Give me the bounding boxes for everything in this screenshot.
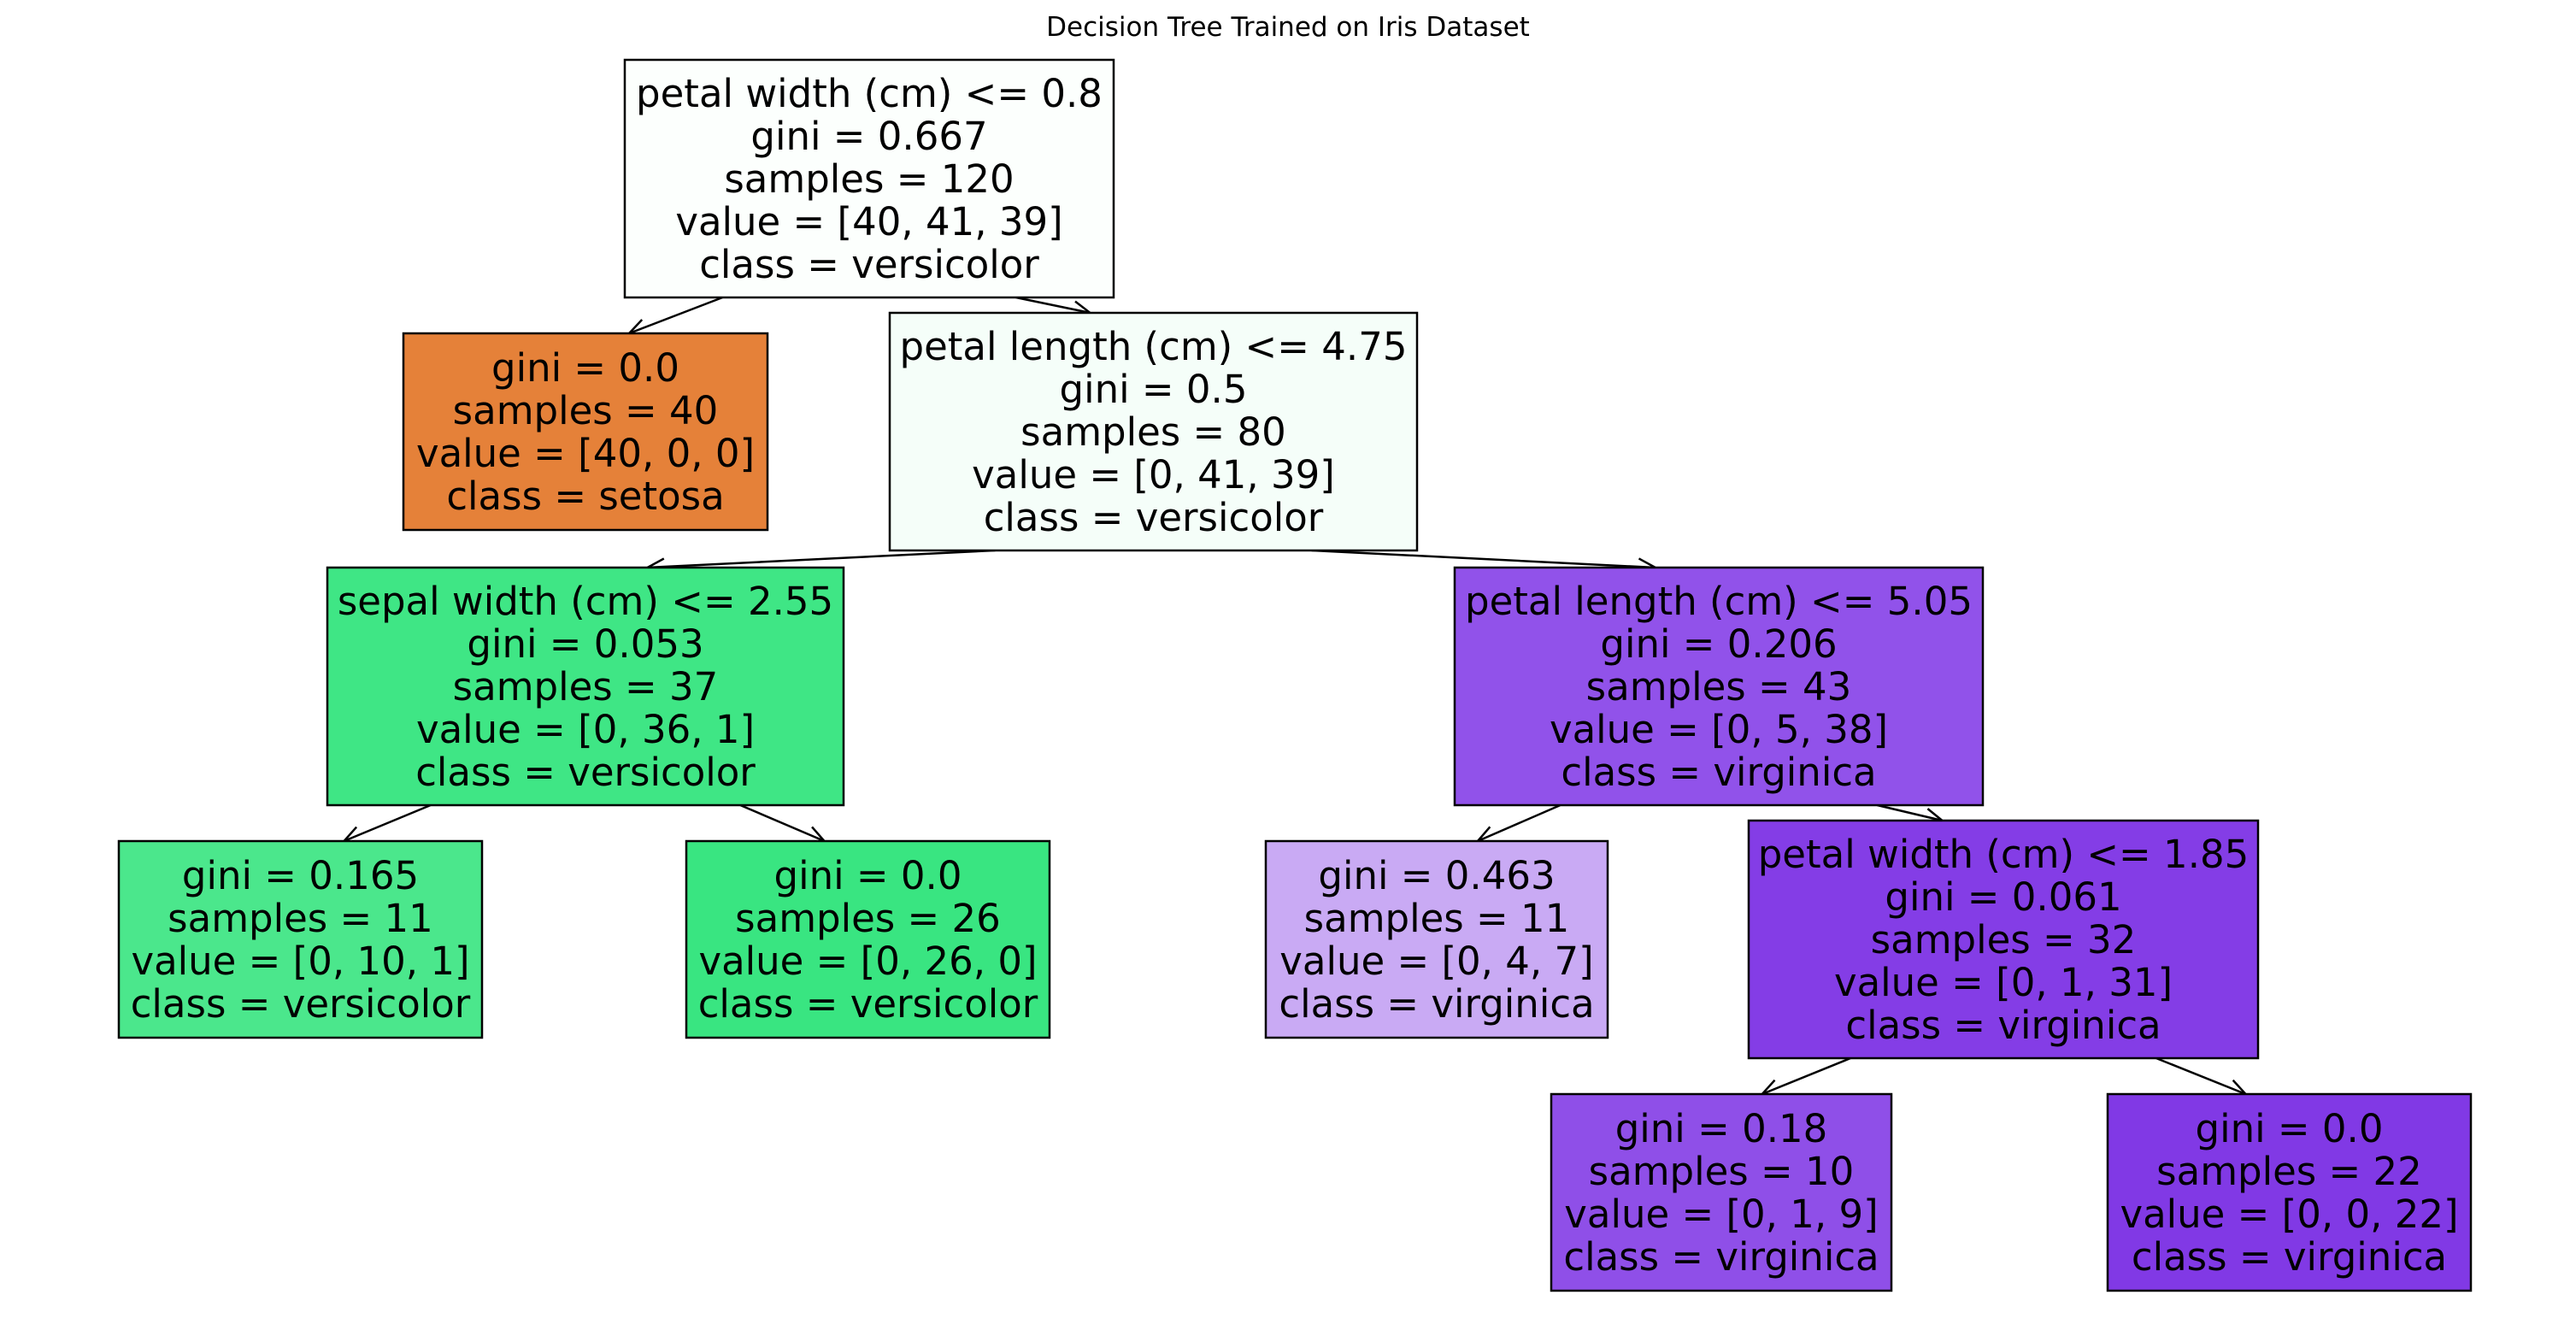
edge-line bbox=[2155, 1056, 2246, 1096]
node-line: gini = 0.18 bbox=[1615, 1106, 1828, 1151]
tree-edge bbox=[1760, 1056, 1851, 1097]
node-line: samples = 26 bbox=[735, 896, 1001, 941]
node-line: class = versicolor bbox=[415, 750, 756, 795]
node-line: gini = 0.463 bbox=[1318, 853, 1555, 898]
node-line: value = [0, 1, 9] bbox=[1564, 1192, 1878, 1237]
edge-line bbox=[1477, 803, 1561, 843]
tree-edge bbox=[341, 803, 432, 844]
node-line: gini = 0.0 bbox=[774, 853, 962, 898]
edge-line bbox=[628, 296, 723, 335]
node-box bbox=[1550, 1092, 1893, 1292]
node-line: petal width (cm) <= 0.8 bbox=[636, 71, 1103, 116]
node-line: value = [0, 1, 31] bbox=[1834, 960, 2173, 1005]
tree-edge bbox=[626, 296, 723, 337]
tree-edge bbox=[739, 803, 827, 844]
node-box bbox=[888, 311, 1419, 552]
edge-line bbox=[647, 549, 996, 569]
node-line: value = [40, 41, 39] bbox=[675, 199, 1062, 244]
node-box bbox=[1264, 839, 1609, 1039]
node-line: gini = 0.053 bbox=[467, 621, 703, 667]
node-line: samples = 37 bbox=[453, 664, 719, 709]
node-box bbox=[623, 58, 1115, 299]
node-line: gini = 0.0 bbox=[491, 345, 679, 391]
tree-edge bbox=[1475, 803, 1561, 844]
edge-line bbox=[344, 803, 432, 843]
node-line: samples = 11 bbox=[1304, 896, 1570, 941]
node-line: samples = 120 bbox=[724, 156, 1014, 202]
node-box bbox=[326, 566, 845, 807]
node-line: value = [0, 4, 7] bbox=[1279, 939, 1593, 984]
node-line: gini = 0.206 bbox=[1600, 621, 1837, 667]
node-line: samples = 32 bbox=[1871, 917, 2137, 962]
node-line: petal length (cm) <= 5.05 bbox=[1465, 579, 1973, 624]
node-line: class = virginica bbox=[2132, 1234, 2447, 1280]
node-line: samples = 43 bbox=[1586, 664, 1852, 709]
node-line: class = versicolor bbox=[131, 981, 471, 1027]
edge-line bbox=[1311, 549, 1656, 569]
edge-line bbox=[1877, 803, 1943, 822]
node-box bbox=[402, 332, 769, 532]
node-line: class = versicolor bbox=[984, 495, 1324, 540]
node-line: class = virginica bbox=[1845, 1003, 2161, 1048]
node-box bbox=[117, 839, 484, 1039]
node-box bbox=[685, 839, 1051, 1039]
node-line: gini = 0.061 bbox=[1885, 874, 2121, 920]
node-line: value = [0, 36, 1] bbox=[416, 707, 755, 752]
node-box bbox=[1453, 566, 1985, 807]
node-line: value = [0, 41, 39] bbox=[972, 452, 1335, 497]
edge-line bbox=[739, 803, 825, 843]
node-line: class = virginica bbox=[1561, 750, 1876, 795]
node-line: samples = 10 bbox=[1589, 1149, 1855, 1194]
node-line: value = [40, 0, 0] bbox=[416, 431, 755, 476]
node-line: value = [0, 0, 22] bbox=[2120, 1192, 2458, 1237]
node-box bbox=[1747, 819, 2260, 1060]
edge-line bbox=[1761, 1056, 1851, 1096]
node-line: gini = 0.667 bbox=[750, 114, 987, 159]
node-line: gini = 0.0 bbox=[2196, 1106, 2384, 1151]
node-line: gini = 0.165 bbox=[182, 853, 419, 898]
node-line: gini = 0.5 bbox=[1060, 367, 1248, 412]
node-line: value = [0, 26, 0] bbox=[698, 939, 1037, 984]
node-line: class = versicolor bbox=[698, 981, 1038, 1027]
diagram-title: Decision Tree Trained on Iris Dataset bbox=[1046, 12, 1530, 43]
node-line: samples = 40 bbox=[453, 388, 719, 433]
tree-edge bbox=[2155, 1056, 2249, 1097]
edge-line bbox=[1015, 296, 1091, 315]
node-line: value = [0, 10, 1] bbox=[131, 939, 469, 984]
node-line: value = [0, 5, 38] bbox=[1550, 707, 1888, 752]
node-line: class = virginica bbox=[1279, 981, 1594, 1027]
node-line: samples = 80 bbox=[1020, 409, 1286, 455]
node-line: samples = 22 bbox=[2156, 1149, 2422, 1194]
node-line: class = virginica bbox=[1563, 1234, 1879, 1280]
node-line: sepal width (cm) <= 2.55 bbox=[338, 579, 833, 624]
node-line: class = versicolor bbox=[699, 242, 1039, 287]
node-line: petal length (cm) <= 4.75 bbox=[900, 324, 1408, 369]
node-line: class = setosa bbox=[446, 474, 724, 519]
node-line: samples = 11 bbox=[168, 896, 433, 941]
node-box bbox=[2106, 1092, 2473, 1292]
node-line: petal width (cm) <= 1.85 bbox=[1758, 832, 2250, 877]
